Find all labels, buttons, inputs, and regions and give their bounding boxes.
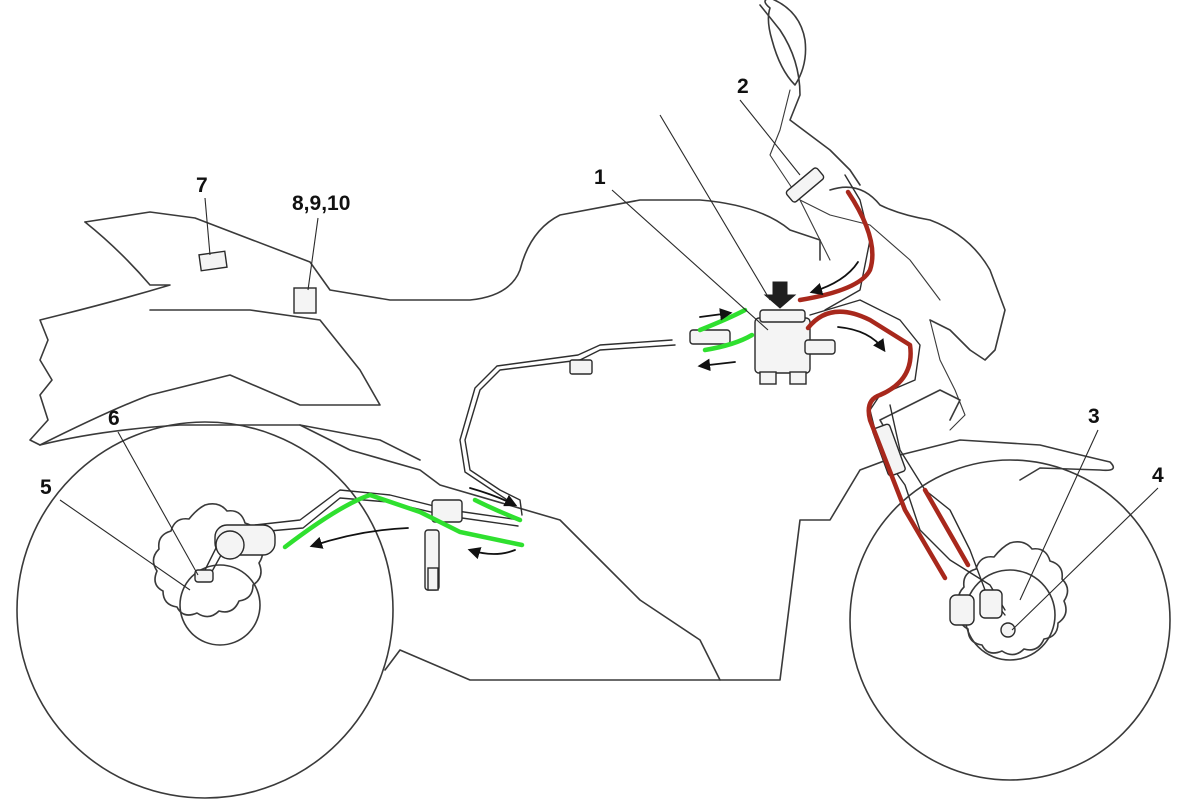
leader-aux — [659, 114, 771, 301]
rear-circuit-mod-bot — [702, 332, 755, 353]
leader-7 — [204, 197, 211, 256]
label-2: 2 — [737, 75, 749, 98]
rear-brake-disc — [152, 503, 264, 618]
front-frame-outline — [719, 439, 1115, 681]
front-circuit-overlay — [797, 189, 971, 581]
label-1: 1 — [594, 166, 606, 189]
rear-caliper — [194, 524, 276, 583]
engine-lower-outline — [299, 424, 721, 681]
rear-circuit-upper — [472, 497, 523, 523]
mirror — [764, 0, 807, 86]
front-caliper — [949, 589, 1016, 638]
arrow-rear-top — [699, 308, 733, 321]
label-5: 5 — [40, 476, 52, 499]
label-8-9-10: 8,9,10 — [292, 192, 350, 215]
headlight-area — [929, 319, 966, 431]
rear-hub — [179, 564, 261, 646]
arrow-front-out — [837, 326, 886, 353]
bike-outline — [16, 0, 1171, 799]
leader-3 — [1019, 429, 1099, 601]
front-wheel — [849, 459, 1171, 781]
label-4: 4 — [1152, 464, 1164, 487]
rear-master-cylinder — [424, 499, 463, 591]
rear-circuit-mod-top — [697, 307, 748, 333]
arrow-front-in — [809, 261, 859, 296]
front-circuit-side — [922, 487, 971, 568]
leader-lines — [59, 99, 1159, 631]
handlebar — [799, 199, 941, 301]
label-7: 7 — [196, 174, 208, 197]
rear-circuit-overlay — [282, 307, 755, 550]
arrow-rear-lower — [467, 547, 516, 560]
components — [194, 167, 1016, 638]
mirror-stem — [769, 89, 831, 261]
fairing — [829, 186, 1006, 361]
component-box-8 — [293, 287, 317, 314]
down-arrow-icon — [763, 281, 797, 309]
front-circuit-top — [797, 189, 875, 303]
arrow-rear-caliper — [309, 527, 409, 549]
leader-2 — [739, 99, 801, 176]
rear-fender — [39, 424, 421, 461]
arrow-rear-bottom — [697, 358, 736, 372]
front-hub — [964, 569, 1056, 661]
callout-labels: 1 2 3 4 5 6 7 8,9,10 — [40, 75, 1164, 499]
windscreen — [759, 4, 861, 186]
label-3: 3 — [1088, 405, 1100, 428]
front-circuit-mod — [805, 309, 948, 581]
leader-1 — [611, 189, 769, 331]
tail-underside — [29, 221, 381, 446]
front-master-cylinder — [785, 167, 825, 203]
line-clip — [569, 359, 593, 375]
leader-8 — [307, 217, 319, 291]
body-silhouette — [84, 199, 821, 301]
flow-arrows — [309, 261, 886, 560]
arrow-rear-upper — [469, 487, 518, 507]
front-brake-disc — [957, 541, 1069, 656]
rear-wheel — [16, 421, 394, 799]
main-rear-line-2 — [459, 339, 673, 506]
leader-6 — [117, 431, 199, 576]
rear-line-fitting — [689, 329, 731, 345]
label-6: 6 — [108, 407, 120, 430]
component-box-7 — [198, 250, 228, 272]
leader-4 — [1011, 487, 1159, 631]
leader-5 — [59, 499, 191, 591]
rear-circuit-main — [282, 492, 525, 550]
abs-modulator — [754, 309, 836, 385]
